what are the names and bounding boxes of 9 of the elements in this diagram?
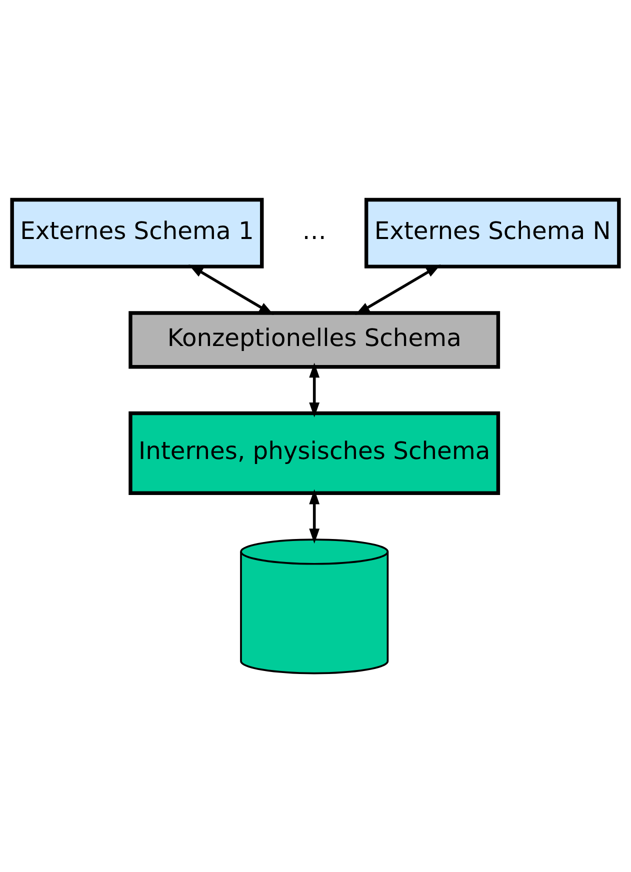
node-box: Externes Schema N — [364, 197, 621, 268]
arrow — [309, 362, 320, 417]
node-box: Externes Schema 1 — [10, 197, 264, 268]
arrow — [355, 264, 441, 315]
arrow — [309, 488, 320, 544]
node-box: Internes, physisches Schema — [128, 410, 500, 494]
label: … — [302, 216, 326, 244]
arrow — [188, 264, 274, 315]
node-box: Konzeptionelles Schema — [128, 310, 500, 368]
